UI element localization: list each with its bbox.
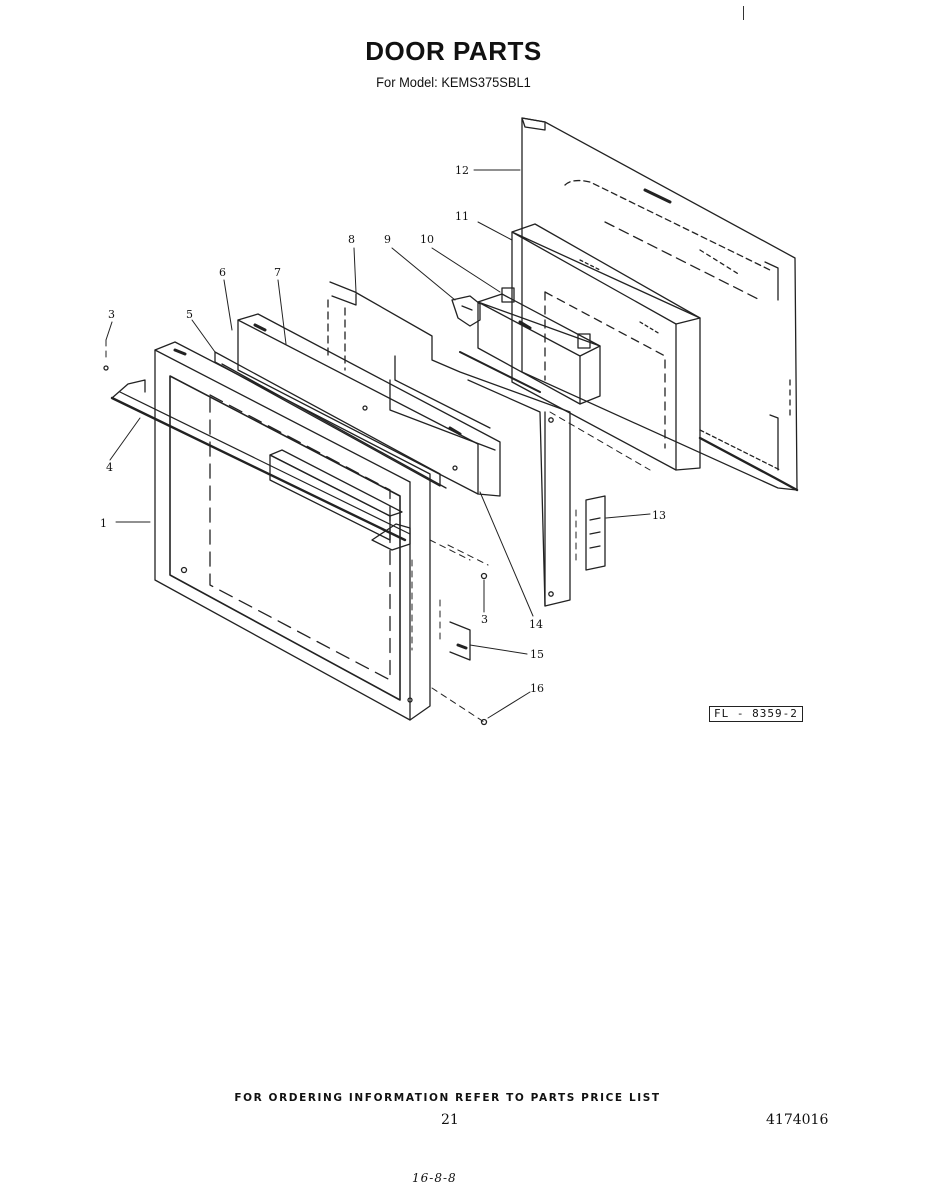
ordering-note: FOR ORDERING INFORMATION REFER TO PARTS … [234,1092,661,1104]
part-4-handle [110,379,411,551]
callout-1: 1 [100,517,107,530]
part-1-door-panel [154,341,431,721]
handwritten-date: 16-8-8 [412,1171,457,1185]
callout-12: 12 [455,164,469,177]
callout-4: 4 [106,461,113,474]
leader-lines [105,169,651,719]
part-13-hinge [585,495,606,571]
callout-15: 15 [530,648,544,661]
margin-tick-mark [743,6,744,20]
model-subtitle: For Model: KEMS375SBL1 [376,74,531,90]
callout-11: 11 [455,210,469,223]
callout-16: 16 [530,682,544,695]
assembly-lines [105,339,651,723]
part-9-bracket [451,295,481,327]
callout-6: 6 [219,266,226,279]
callout-3a: 3 [108,308,115,321]
part-7-glass [237,313,501,497]
callout-3b: 3 [481,613,488,626]
callout-7: 7 [274,266,281,279]
bottom-hardware [103,365,488,726]
page-number: 21 [441,1112,459,1128]
figure-plate-id: FL - 8359-2 [709,706,803,722]
callout-labels: 12 11 8 9 10 6 7 3 5 4 1 13 3 14 15 16 [100,164,666,695]
part-11-insulation [511,223,701,471]
callout-5: 5 [186,308,193,321]
page-title: DOOR PARTS [365,36,542,66]
callout-13: 13 [652,509,666,522]
callout-10: 10 [420,233,434,246]
part-12-back-panel [521,117,799,492]
part-10-vent-box [477,287,601,405]
part-5-strip [214,351,447,489]
document-part-number: 4174016 [766,1112,829,1128]
callout-14: 14 [529,618,543,631]
callout-8: 8 [348,233,355,246]
callout-9: 9 [384,233,391,246]
